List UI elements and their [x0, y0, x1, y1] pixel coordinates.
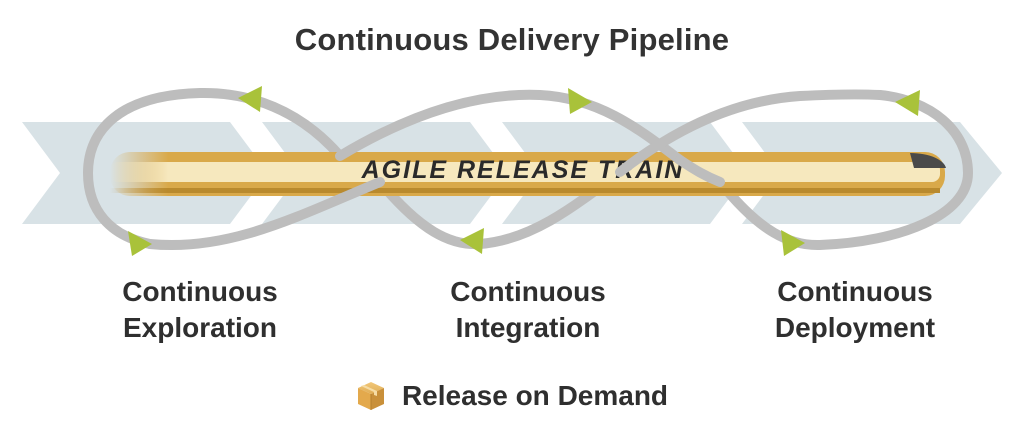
- train-highlight: [110, 162, 940, 182]
- loop-left-front: [145, 177, 385, 250]
- flow-arrows: [128, 86, 920, 256]
- stage-label-line1: Continuous: [122, 276, 278, 307]
- arrowhead-icon: [460, 228, 484, 254]
- release-on-demand-label: Release on Demand: [401, 380, 669, 411]
- stage-label-exploration: Continuous Exploration: [80, 274, 320, 346]
- diagram-title: Continuous Delivery Pipeline: [294, 22, 730, 57]
- loop-mid-front: [335, 89, 685, 165]
- loop-strands-front: [145, 89, 885, 250]
- package-box-icon: [357, 382, 384, 410]
- train-shadow: [110, 188, 940, 193]
- loop-right-back: [715, 90, 974, 251]
- stage-label-line2: Integration: [455, 312, 601, 343]
- arrowhead-icon: [781, 230, 805, 256]
- stage-label-line1: Continuous: [777, 276, 933, 307]
- arrowhead-icon: [238, 86, 262, 112]
- loop-left-back: [82, 87, 345, 249]
- stage-label-line2: Exploration: [122, 312, 277, 343]
- stage-label-integration: Continuous Integration: [408, 274, 648, 346]
- stage-label-line1: Continuous: [450, 276, 606, 307]
- arrowhead-icon: [568, 88, 592, 114]
- train-nose-icon: [910, 153, 946, 168]
- stage-label-deployment: Continuous Deployment: [735, 274, 975, 346]
- agile-release-train: AGILE RELEASE TRAIN: [110, 152, 946, 196]
- stage-label-line2: Deployment: [774, 312, 936, 343]
- release-on-demand: Release on Demand: [0, 380, 1024, 417]
- arrowhead-icon: [128, 231, 152, 256]
- loop-right-front: [615, 89, 885, 187]
- arrowhead-icon: [895, 90, 920, 116]
